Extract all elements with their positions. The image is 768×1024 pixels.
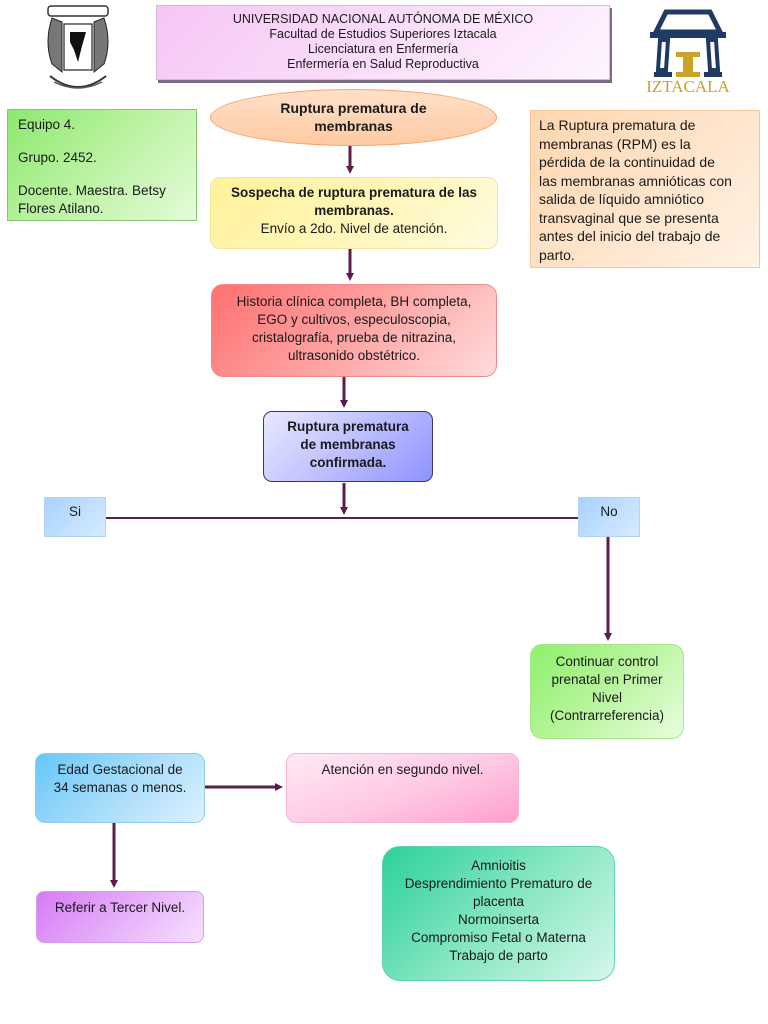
definition-line: salida de líquido amniótico: [539, 191, 704, 207]
definition-line: La Ruptura prematura de: [539, 117, 696, 133]
node-tests-line: EGO y cultivos, especuloscopia,: [257, 312, 451, 327]
node-tests-line: ultrasonido obstétrico.: [287, 348, 421, 363]
node-yes: Si: [44, 497, 106, 537]
node-complications-line: Normoinserta: [457, 912, 540, 927]
node-complications: Amnioitis Desprendimiento Prematuro de p…: [382, 846, 615, 981]
definition-line: parto.: [539, 246, 575, 263]
unam-crest-icon: [42, 2, 114, 96]
node-complications-line: Amnioitis: [471, 858, 526, 873]
definition-line: las membranas amnióticas con: [539, 172, 732, 189]
team-number: Equipo 4.: [18, 117, 76, 132]
node-confirmed-line: confirmada.: [309, 455, 387, 470]
node-continue-line: prenatal en Primer: [551, 672, 663, 687]
node-complications-line: Trabajo de parto: [449, 948, 548, 963]
node-third-level: Referir a Tercer Nivel.: [36, 891, 204, 943]
node-start-line: Ruptura prematura de: [280, 100, 427, 116]
node-suspicion-sub: Envío a 2do. Nivel de atención.: [260, 221, 448, 236]
node-gestational-age: Edad Gestacional de 34 semanas o menos.: [35, 753, 205, 823]
header-university: UNIVERSIDAD NACIONAL AUTÓNOMA DE MÉXICO: [232, 12, 534, 26]
node-continue-line: Nivel: [591, 690, 622, 705]
node-suspicion: Sospecha de ruptura prematura de las mem…: [210, 177, 498, 249]
team-info-box: Equipo 4. Grupo. 2452. Docente. Maestra.…: [7, 109, 197, 221]
iztacala-logo-icon: IZTACALA: [636, 6, 740, 96]
definition-line: antes del inicio del trabajo de: [539, 228, 721, 244]
node-tests: Historia clínica completa, BH completa, …: [211, 284, 497, 377]
header-subject: Enfermería en Salud Reproductiva: [287, 57, 479, 71]
group-number: Grupo. 2452.: [18, 150, 97, 165]
node-second-level: Atención en segundo nivel.: [286, 753, 519, 823]
node-no: No: [578, 497, 640, 537]
node-suspicion-title: Sospecha de ruptura prematura de las: [230, 185, 478, 200]
definition-line: membranas (RPM) es la: [539, 135, 691, 152]
node-continue-line: (Contrarreferencia): [549, 708, 665, 723]
node-confirmed: Ruptura prematura de membranas confirmad…: [263, 411, 433, 482]
node-confirmed-line: Ruptura prematura: [287, 419, 409, 434]
header-degree: Licenciatura en Enfermería: [307, 42, 459, 56]
node-age-line: Edad Gestacional de: [57, 762, 183, 777]
node-tests-line: cristalografía, prueba de nitrazina,: [251, 330, 457, 345]
teacher-line-2: Flores Atilano.: [18, 201, 104, 216]
definition-box: La Ruptura prematura de membranas (RPM) …: [530, 110, 760, 268]
header-faculty: Facultad de Estudios Superiores Iztacala: [269, 27, 497, 41]
definition-line: pérdida de la continuidad de: [539, 154, 715, 170]
node-suspicion-title: membranas.: [314, 203, 394, 218]
definition-line: transvaginal que se presenta: [539, 209, 719, 226]
node-continue-line: Continuar control: [555, 654, 659, 669]
node-start-ellipse: Ruptura prematura de membranas: [210, 89, 497, 146]
node-complications-line: Desprendimiento Prematuro de: [404, 876, 593, 891]
node-continue-first-level: Continuar control prenatal en Primer Niv…: [530, 644, 684, 739]
node-complications-line: placenta: [472, 894, 525, 909]
node-tests-line: Historia clínica completa, BH completa,: [236, 294, 472, 309]
node-age-line: 34 semanas o menos.: [53, 780, 187, 795]
teacher-line-1: Docente. Maestra. Betsy: [18, 183, 166, 198]
node-start-line: membranas: [314, 118, 393, 134]
iztacala-logo-text: IZTACALA: [646, 77, 730, 94]
node-confirmed-line: de membranas: [300, 437, 396, 452]
node-complications-line: Compromiso Fetal o Materna: [411, 930, 586, 945]
header-banner: UNIVERSIDAD NACIONAL AUTÓNOMA DE MÉXICO …: [156, 5, 610, 80]
